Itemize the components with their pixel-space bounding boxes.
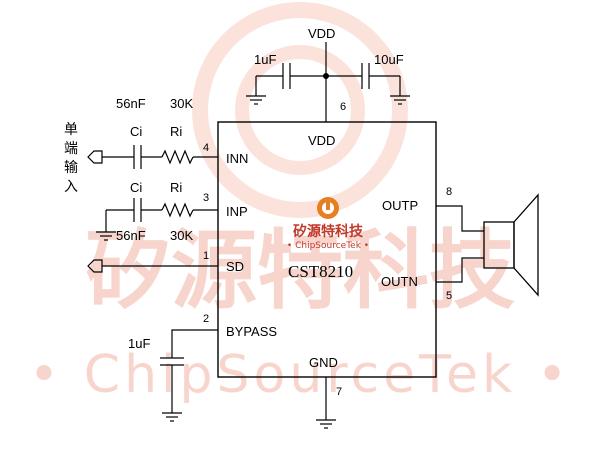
watermark-ring-inner <box>235 45 365 175</box>
watermark-ring <box>192 2 408 218</box>
pin-name-sd: SD <box>226 259 244 274</box>
pin-name-inp: INP <box>226 204 248 219</box>
pin-number-inn: 4 <box>203 142 209 154</box>
pin-number-outn: 5 <box>446 290 452 302</box>
vdd-cap2-label: 10uF <box>374 52 404 67</box>
pin-name-bypass: BYPASS <box>226 324 277 339</box>
gnd-network <box>316 377 336 429</box>
bypass-wire <box>171 329 218 358</box>
watermark: 矽源特科技 • ChipSourceTek • <box>29 2 572 405</box>
pin-number-inp: 3 <box>203 192 209 204</box>
vdd-supply-label: VDD <box>308 26 335 41</box>
bottom-ri-name: Ri <box>170 180 182 195</box>
input-label-char-2: 端 <box>64 141 78 157</box>
input-label-char-4: 入 <box>64 179 78 195</box>
input-network: 单 端 输 入 56nF 30K Ci Ri Ci Ri 56nF 30K <box>64 96 218 273</box>
pin-number-sd: 1 <box>203 250 209 262</box>
output-network <box>436 193 539 297</box>
inp-resistor <box>161 202 194 218</box>
company-logo: 矽源特科技 • ChipSourceTek • <box>287 197 369 251</box>
pin-name-vdd: VDD <box>308 133 335 148</box>
outp-wire <box>436 205 484 232</box>
top-ri-value: 30K <box>170 96 193 111</box>
watermark-en: • ChipSourceTek • <box>29 345 572 405</box>
pin-number-outp: 8 <box>446 186 452 198</box>
pin-name-outp: OUTP <box>382 198 418 213</box>
top-ci-name: Ci <box>130 124 142 139</box>
input-connector-inn <box>87 150 103 164</box>
bottom-ci-value: 56nF <box>116 228 146 243</box>
bypass-cap-label: 1uF <box>128 336 150 351</box>
top-ci-value: 56nF <box>116 96 146 111</box>
vdd-network: VDD 1uF 10uF <box>246 26 410 122</box>
vdd-cap1-label: 1uF <box>254 52 276 67</box>
outn-wire <box>436 257 484 283</box>
top-ri-name: Ri <box>170 124 182 139</box>
pin-name-inn: INN <box>226 151 248 166</box>
inn-resistor <box>161 149 194 165</box>
logo-cn: 矽源特科技 <box>293 223 364 240</box>
bottom-ci-name: Ci <box>130 180 142 195</box>
bottom-ri-value: 30K <box>170 228 193 243</box>
input-label-char-1: 单 <box>64 122 78 138</box>
pin-number-vdd: 6 <box>340 101 346 113</box>
watermark-cn: 矽源特科技 <box>85 221 515 321</box>
speaker-icon <box>483 193 539 297</box>
pin-number-bypass: 2 <box>203 313 209 325</box>
logo-icon-bar <box>326 200 330 210</box>
bypass-network: 1uF <box>128 329 218 422</box>
pin-name-gnd: GND <box>309 355 338 370</box>
logo-en: • ChipSourceTek • <box>287 241 369 251</box>
speaker-cone <box>513 193 539 297</box>
pin-number-gnd: 7 <box>336 386 342 398</box>
input-label-char-3: 输 <box>64 160 78 176</box>
chip-body <box>217 121 437 378</box>
part-number: CST8210 <box>288 262 353 281</box>
pin-name-outn: OUTN <box>381 274 418 289</box>
